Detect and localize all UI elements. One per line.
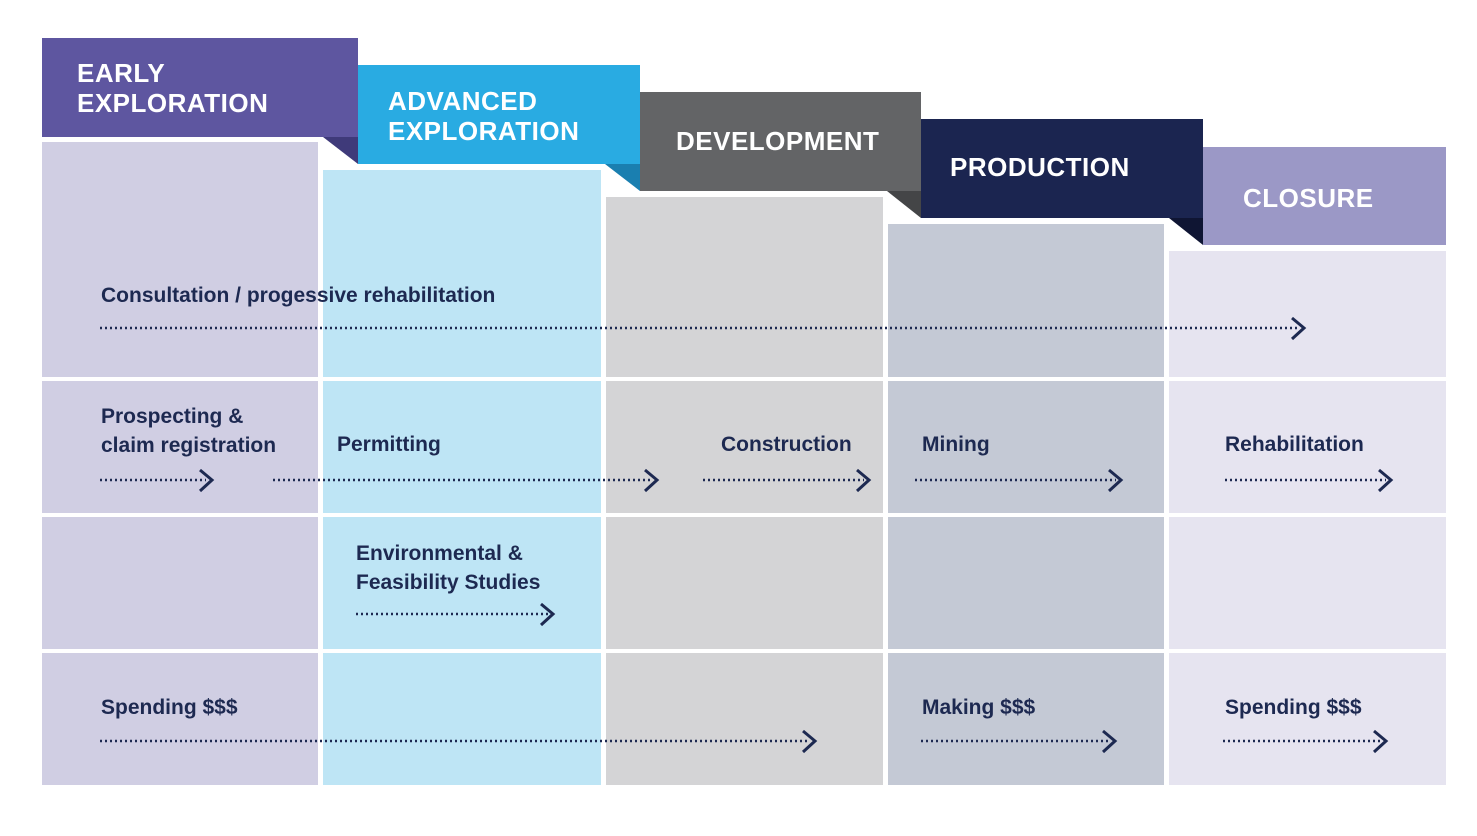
arrow-spending-early: [100, 729, 818, 754]
stage-banner-closure: CLOSURE: [1203, 147, 1446, 245]
arrow-making: [921, 729, 1118, 754]
arrow-prospecting: [100, 468, 215, 493]
row-divider: [42, 513, 1446, 517]
arrow-construction: [703, 468, 872, 493]
stage-banner-early-exploration: EARLY EXPLORATION: [42, 38, 358, 137]
column-production: [888, 224, 1164, 785]
label-mining: Mining: [922, 433, 990, 456]
column-advanced-exploration: [323, 170, 601, 785]
stage-banner-production: PRODUCTION: [921, 119, 1203, 218]
column-early-exploration: [42, 142, 318, 785]
arrow-permitting: [273, 468, 660, 493]
label-spending-early: Spending $$$: [101, 696, 238, 719]
label-environmental-feasibility: Environmental & Feasibility Studies: [356, 542, 541, 594]
label-rehabilitation: Rehabilitation: [1225, 433, 1364, 456]
column-development: [606, 197, 883, 785]
row-divider: [42, 377, 1446, 381]
label-permitting: Permitting: [337, 433, 441, 456]
stage-banner-advanced-exploration: ADVANCED EXPLORATION: [358, 65, 640, 164]
stage-title: CLOSURE: [1243, 183, 1374, 213]
banner-fold-advanced-exploration: [605, 164, 640, 191]
label-construction: Construction: [721, 433, 852, 456]
label-prospecting: Prospecting & claim registration: [101, 405, 277, 457]
stage-banner-development: DEVELOPMENT: [640, 92, 921, 191]
banner-fold-production: [1169, 218, 1203, 245]
arrow-mining: [915, 468, 1124, 493]
label-consultation: Consultation / progessive rehabilitation: [101, 284, 496, 307]
banner-fold-development: [887, 191, 921, 218]
column-closure: [1169, 251, 1446, 785]
stage-title: PRODUCTION: [950, 152, 1130, 182]
stage-title: EARLY EXPLORATION: [77, 58, 269, 118]
stage-title: DEVELOPMENT: [676, 126, 880, 156]
arrow-environmental-feasibility: [356, 602, 556, 627]
row-divider: [42, 649, 1446, 653]
arrow-rehabilitation: [1225, 468, 1394, 493]
banner-fold-early-exploration: [323, 137, 358, 164]
label-spending-closure: Spending $$$: [1225, 696, 1362, 719]
arrow-spending-closure: [1223, 729, 1389, 754]
stage-title: ADVANCED EXPLORATION: [388, 86, 580, 146]
arrow-consultation: [100, 316, 1307, 341]
label-making: Making $$$: [922, 696, 1036, 719]
